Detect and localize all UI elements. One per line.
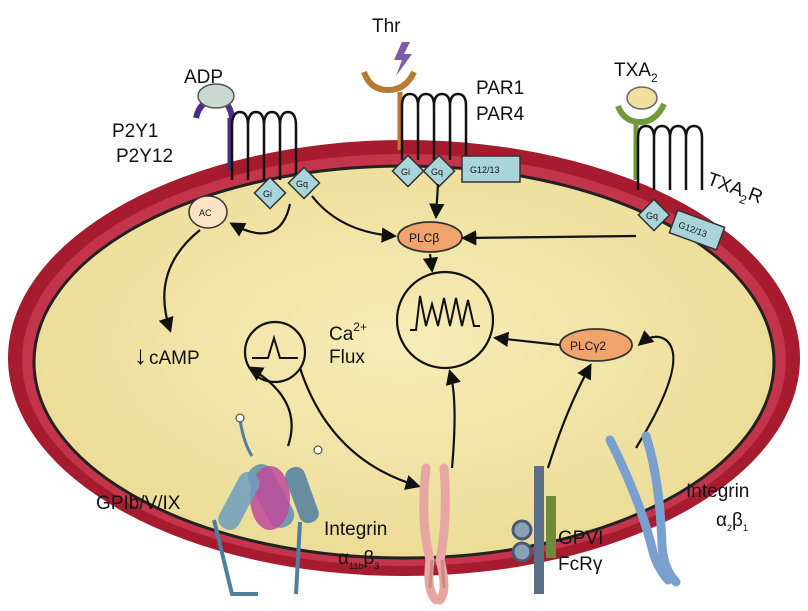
gpib-label: GPIb/V/IX bbox=[96, 493, 181, 514]
txa2r-label: TXA2R bbox=[703, 169, 765, 212]
gq-left-label: Gq bbox=[296, 179, 308, 189]
tp-receptor bbox=[618, 104, 702, 190]
thr-label: Thr bbox=[372, 16, 401, 37]
adenylate-cyclase: AC bbox=[189, 196, 227, 228]
integrin-right-label: Integrin bbox=[686, 481, 749, 502]
p2y12-label: P2Y12 bbox=[116, 146, 173, 167]
integrin-right-subunits: α2β1 bbox=[716, 510, 748, 533]
g1213-mid-label: G12/13 bbox=[470, 165, 500, 175]
txa2-label: TXA2 bbox=[614, 60, 658, 85]
ac-label: AC bbox=[199, 208, 212, 218]
gi-mid-label: Gi bbox=[401, 167, 410, 177]
integrin-center-label: Integrin bbox=[324, 519, 387, 540]
gq-right-label: Gq bbox=[646, 211, 658, 221]
txa2-ligand-icon bbox=[627, 87, 657, 109]
par1-label: PAR1 bbox=[476, 78, 524, 99]
g-protein-g1213-mid: G12/13 bbox=[462, 156, 520, 182]
plc-gamma2: PLCγ2 bbox=[560, 329, 632, 361]
plcb-label: PLCβ bbox=[409, 231, 439, 245]
gq-mid-label: Gq bbox=[431, 167, 443, 177]
plc-beta: PLCβ bbox=[398, 222, 462, 252]
flux-label: Flux bbox=[329, 347, 365, 368]
par4-label: PAR4 bbox=[476, 104, 525, 125]
fcr-label: FcRγ bbox=[558, 554, 603, 575]
adp-label: ADP bbox=[184, 67, 223, 88]
lightning-bolt-icon bbox=[394, 42, 412, 76]
gi-left-label: Gi bbox=[263, 189, 272, 199]
p2y1-label: P2Y1 bbox=[112, 121, 158, 142]
plcg2-label: PLCγ2 bbox=[570, 339, 606, 353]
gpvi-label: GPVI bbox=[558, 528, 603, 549]
